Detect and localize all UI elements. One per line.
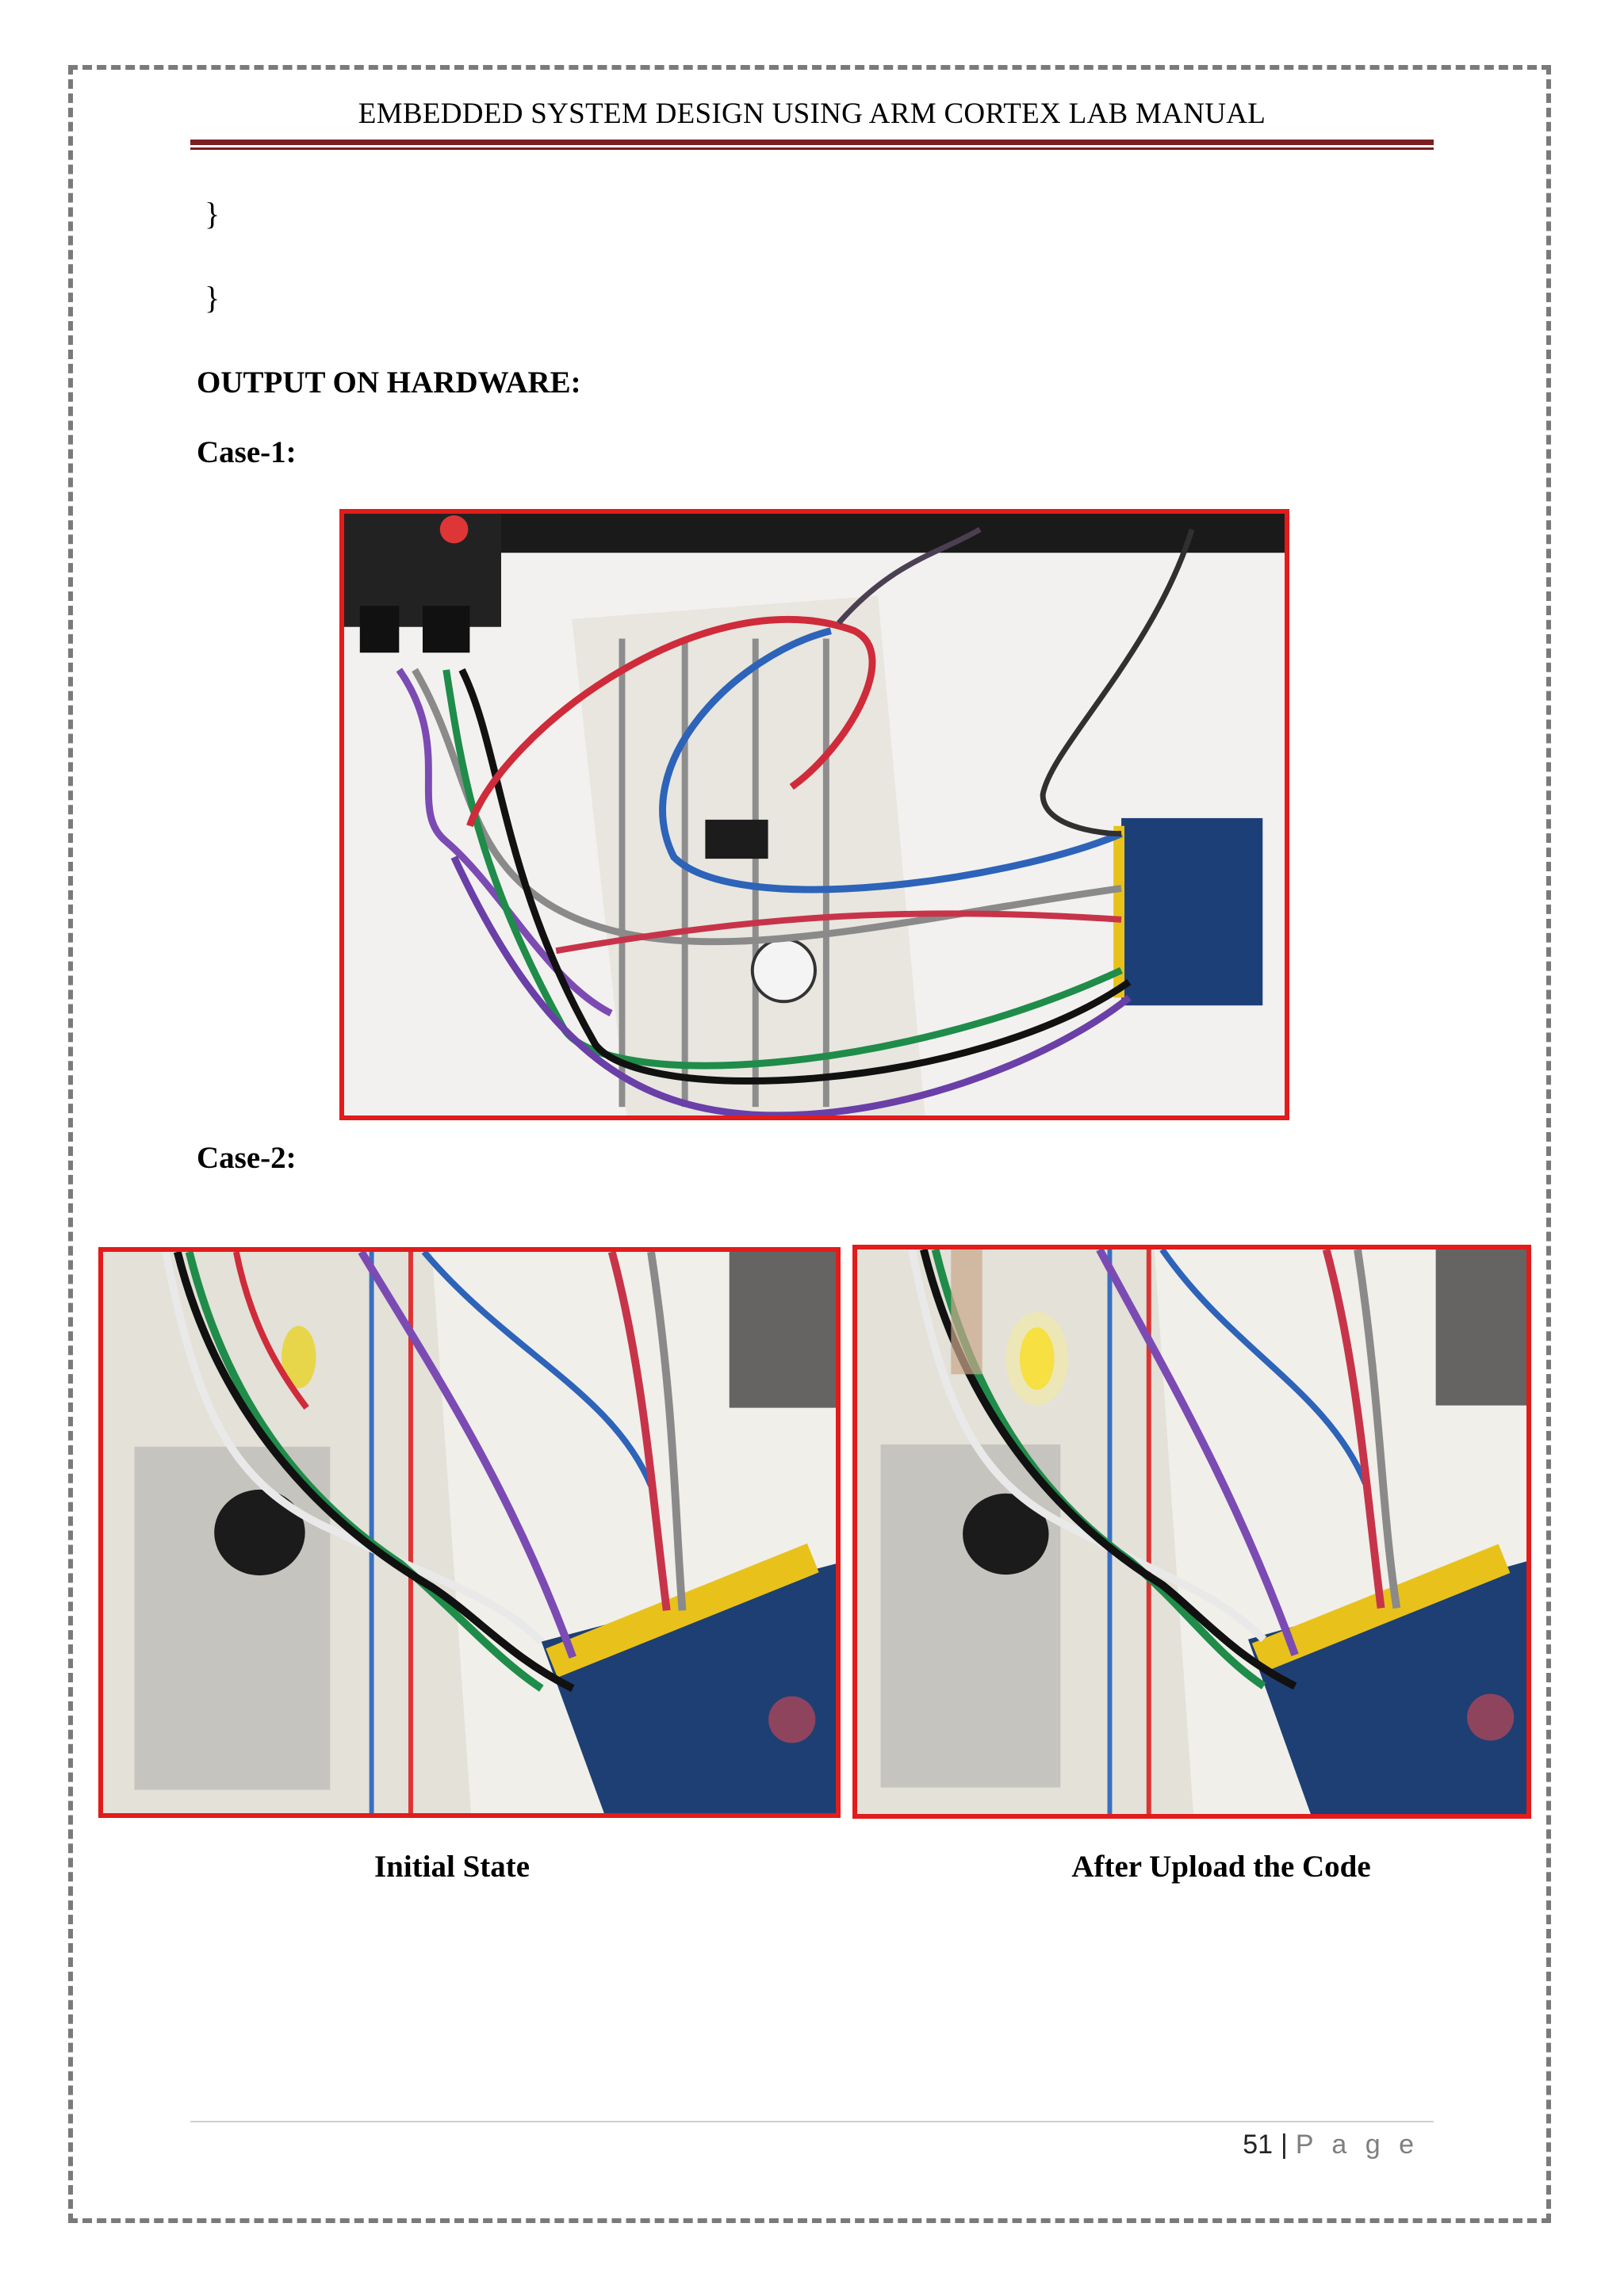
page-footer: 51|P a g e [1243, 2130, 1419, 2160]
case-2-initial-state-photo [98, 1247, 841, 1818]
header-title: EMBEDDED SYSTEM DESIGN USING ARM CORTEX … [358, 98, 1266, 130]
breadboard-led-off-image [103, 1252, 836, 1813]
section-heading: OUTPUT ON HARDWARE: [197, 365, 581, 400]
header-rule [190, 140, 1434, 145]
footer-separator: | [1281, 2130, 1288, 2160]
footer-rule [190, 2121, 1434, 2122]
case-1-hardware-photo [339, 509, 1289, 1120]
closing-brace: } [205, 280, 220, 316]
header-rule-thin [190, 147, 1434, 150]
caption-initial-state: Initial State [373, 1850, 530, 1884]
case-2-label: Case-2: [197, 1141, 297, 1175]
case-1-label: Case-1: [197, 435, 297, 469]
caption-after-upload: After Upload the Code [1071, 1850, 1371, 1884]
breadboard-circuit-image [344, 514, 1285, 1115]
closing-brace: } [205, 196, 220, 232]
breadboard-led-on-image [857, 1249, 1526, 1814]
page-word: P a g e [1295, 2130, 1419, 2160]
case-2-after-upload-photo [852, 1245, 1531, 1819]
page-number: 51 [1243, 2130, 1274, 2160]
page-border [68, 65, 1551, 2223]
